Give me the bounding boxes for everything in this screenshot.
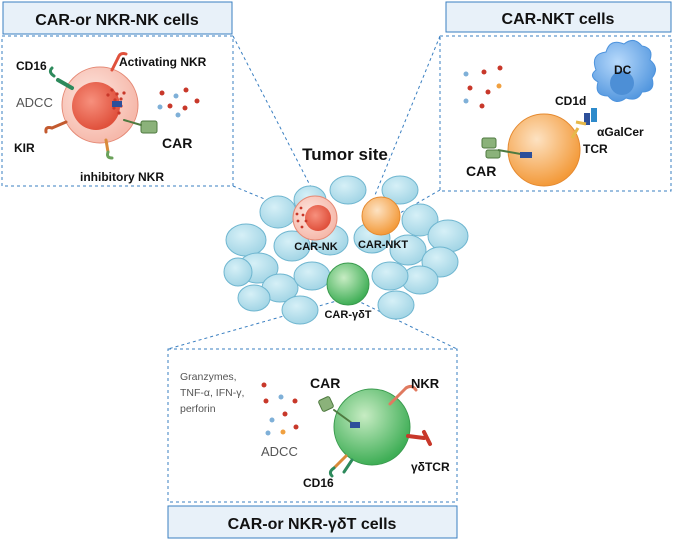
tumor-gdt-cell (326, 262, 370, 306)
receptor-icon (44, 52, 158, 160)
nk-label-adcc: ADCC (16, 95, 53, 110)
gdt-label-nkr: NKR (411, 376, 440, 391)
nk-label-activating: Activating NKR (119, 55, 207, 69)
nkt-cell (507, 113, 581, 187)
granule-dot-icon (157, 87, 200, 118)
nkt-label-galcer: αGalCer (597, 125, 644, 139)
gdt-label-adcc: ADCC (261, 444, 298, 459)
granule-dot-icon (295, 206, 308, 229)
panel-gdt-title: CAR-or NKR-γδT cells (228, 516, 397, 533)
nk-label-inhibitory: inhibitory NKR (80, 170, 164, 184)
panel-nk-title-box (2, 1, 233, 35)
nk-label-kir: KIR (14, 141, 35, 155)
tumor-site: Tumor site (223, 145, 469, 325)
gdt-label-granzymes: Granzymes, (180, 371, 237, 383)
receptor-icon (481, 108, 597, 159)
tumor-label-nk: CAR-NK (294, 241, 337, 253)
gdt-label-tnf: TNF-α, IFN-γ, (180, 387, 244, 399)
panel-nk-title: CAR-or NKR-NK cells (35, 12, 199, 29)
tumor-cell-icon (223, 175, 469, 325)
panel-nkt-title-box (445, 1, 672, 33)
panel-gdt: CAR-or NKR-γδT cells Granzymes, TNF-α, I… (167, 348, 458, 539)
nk-label-car: CAR (162, 135, 192, 151)
receptor-icon (318, 384, 432, 478)
panel-nk: CAR-or NKR-NK cells (1, 1, 234, 187)
gdt-label-cd16: CD16 (303, 476, 334, 490)
tumor-nk-core (305, 205, 331, 231)
panel-gdt-title-box (167, 505, 458, 539)
nk-label-cd16: CD16 (16, 59, 47, 73)
dendritic-cell-icon (592, 40, 656, 102)
granule-dot-icon (463, 65, 503, 109)
nkt-label-car: CAR (466, 163, 496, 179)
panel-nkt-title: CAR-NKT cells (502, 11, 615, 28)
tumor-label-gdt: CAR-γδT (324, 309, 371, 321)
tumor-nkt-cell (361, 196, 401, 236)
dc-nucleus (610, 71, 634, 95)
nkt-label-dc: DC (614, 63, 632, 77)
panel-nkt: CAR-NKT cells DC CD1d αGalCer TCR CAR (439, 1, 672, 192)
tumor-title: Tumor site (302, 145, 388, 164)
gdt-label-car: CAR (310, 375, 340, 391)
gdt-label-gdtcr: γδTCR (411, 460, 450, 474)
granule-dot-icon (261, 382, 299, 436)
gdt-label-perforin: perforin (180, 403, 216, 415)
gdt-cell (333, 388, 411, 466)
nkt-label-cd1d: CD1d (555, 94, 586, 108)
tumor-label-nkt: CAR-NKT (358, 239, 408, 251)
nkt-label-tcr: TCR (583, 142, 608, 156)
